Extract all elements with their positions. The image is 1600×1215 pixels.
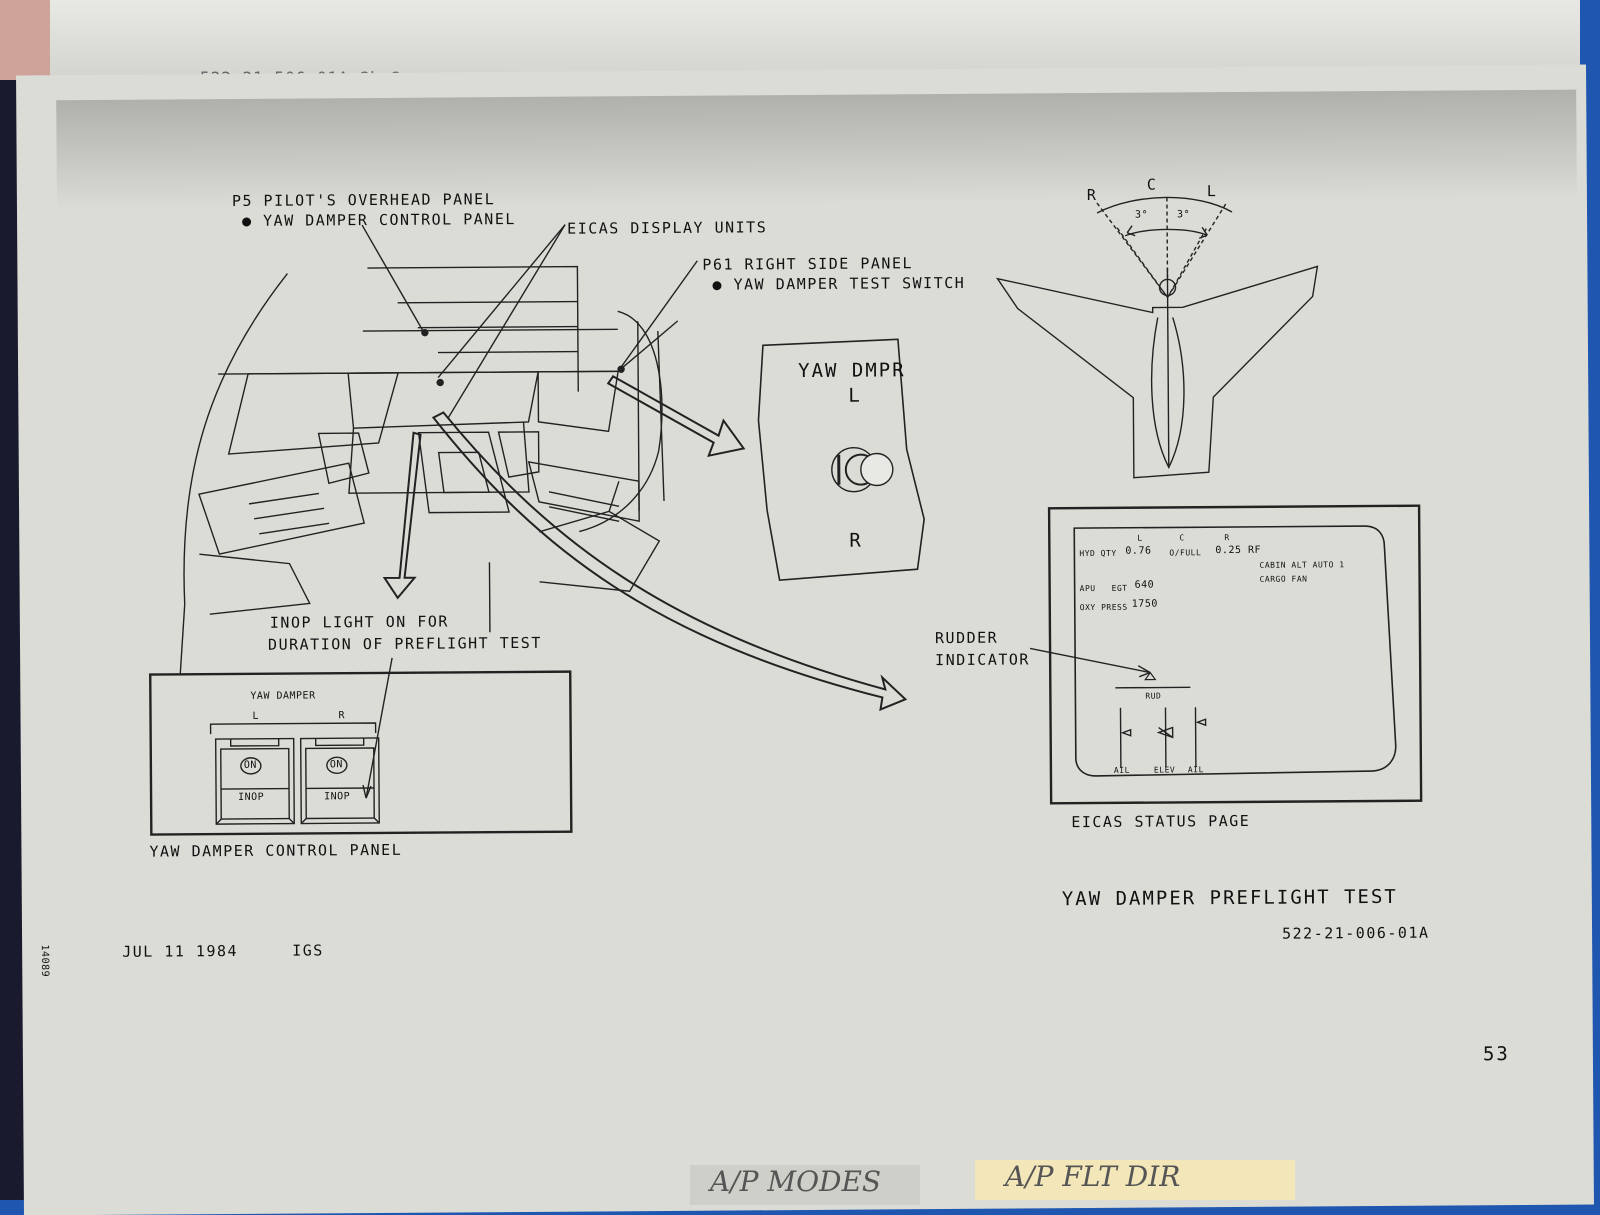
arrow-to-eicas — [431, 411, 908, 712]
eicas-ail-left: AIL — [1113, 765, 1130, 775]
leader-eicas-1 — [447, 224, 566, 418]
eicas-oxy-label: OXY PRESS — [1079, 602, 1128, 613]
diagram-drawing — [149, 196, 1423, 836]
eicas-apu-label: APU — [1079, 583, 1096, 594]
eicas-hyd-qty-label: HYD QTY — [1079, 548, 1117, 559]
rudder-indicator-line1: RUDDER — [934, 628, 999, 648]
eicas-caption: EICAS STATUS PAGE — [1071, 811, 1251, 832]
leader-eicas-2 — [437, 224, 566, 379]
eicas-oxy-value: 1750 — [1131, 598, 1158, 610]
control-panel-box — [149, 670, 573, 836]
control-panel-caption: YAW DAMPER CONTROL PANEL — [149, 840, 403, 861]
switch-panel-outline — [757, 338, 925, 582]
tab-ap-modes[interactable]: A/P MODES — [690, 1165, 920, 1205]
arrow-to-switch — [606, 375, 746, 458]
tab-ap-modes-label: A/P MODES — [710, 1165, 882, 1198]
tail-angle-right: 3° — [1177, 209, 1191, 221]
tail-l-label: L — [1206, 182, 1218, 201]
eicas-units-label: EICAS DISPLAY UNITS — [567, 218, 768, 238]
p5-sub-label: ● YAW DAMPER CONTROL PANEL — [241, 210, 516, 230]
eicas-col-r: R — [1224, 533, 1230, 543]
tail-angle-left: 3° — [1135, 209, 1149, 221]
eicas-ofull: O/FULL — [1169, 548, 1202, 558]
eicas-col-c: C — [1179, 533, 1185, 543]
figure-title: YAW DAMPER PREFLIGHT TEST — [1061, 885, 1398, 911]
left-inop-light: INOP — [238, 791, 265, 803]
eicas-col-l: L — [1137, 533, 1143, 543]
control-right-label: R — [338, 710, 346, 722]
tail-plan-view — [995, 196, 1319, 479]
eicas-rud-label: RUD — [1145, 691, 1162, 701]
organization-code: IGS — [292, 941, 324, 960]
leader-p5 — [361, 224, 424, 332]
cockpit-illustration — [179, 265, 679, 675]
leader-rudder — [1029, 647, 1151, 674]
tail-c-label: C — [1146, 175, 1158, 194]
right-on-light: ON — [329, 759, 343, 771]
switch-left-label: L — [848, 384, 862, 407]
doc-number: 522-21-006-01A — [1281, 923, 1430, 943]
left-switch — [214, 737, 295, 825]
eicas-elev: ELEV — [1153, 765, 1176, 775]
p5-label: P5 PILOT'S OVERHEAD PANEL — [231, 190, 496, 210]
p61-label: P61 RIGHT SIDE PANEL — [702, 254, 914, 274]
switch-panel-title: YAW DMPR — [798, 359, 906, 383]
eicas-hyd-qty-r: 0.25 RF — [1215, 544, 1262, 557]
right-inop-light: INOP — [324, 791, 351, 803]
p61-sub-label: ● YAW DAMPER TEST SWITCH — [712, 273, 966, 294]
eicas-egt-label: EGT — [1111, 583, 1128, 593]
revision-date: JUL 11 1984 — [122, 941, 239, 961]
switch-right-label: R — [849, 529, 863, 552]
control-panel-title: YAW DAMPER — [250, 690, 316, 702]
page-number: 53 — [1482, 1043, 1510, 1066]
tab-ap-flt-dir-label: A/P FLT DIR — [1005, 1160, 1181, 1193]
eicas-hyd-qty-l: 0.76 — [1125, 545, 1152, 557]
side-code: 14089 — [38, 944, 51, 978]
inop-note-line2: DURATION OF PREFLIGHT TEST — [267, 633, 542, 654]
manual-page: P5 PILOT'S OVERHEAD PANEL ● YAW DAMPER C… — [16, 64, 1594, 1215]
eicas-ail-right: AIL — [1187, 765, 1204, 775]
tab-ap-flt-dir[interactable]: A/P FLT DIR — [975, 1160, 1295, 1200]
rudder-indicator-line2: INDICATOR — [935, 650, 1030, 670]
eicas-cargo-fan: CARGO FAN — [1259, 574, 1308, 584]
tail-r-label: R — [1086, 185, 1098, 205]
leader-p61 — [617, 260, 698, 372]
eicas-egt-value: 640 — [1134, 579, 1155, 591]
arrow-to-control-panel — [382, 431, 422, 600]
inop-note-line1: INOP LIGHT ON FOR — [269, 612, 449, 632]
eicas-cabin-alt: CABIN ALT AUTO 1 — [1259, 560, 1345, 570]
right-switch — [299, 737, 380, 825]
eicas-box — [1047, 504, 1423, 805]
leader-inop — [365, 657, 393, 799]
eicas-screen — [1073, 525, 1397, 777]
left-on-light: ON — [243, 759, 257, 771]
control-left-label: L — [252, 710, 260, 722]
